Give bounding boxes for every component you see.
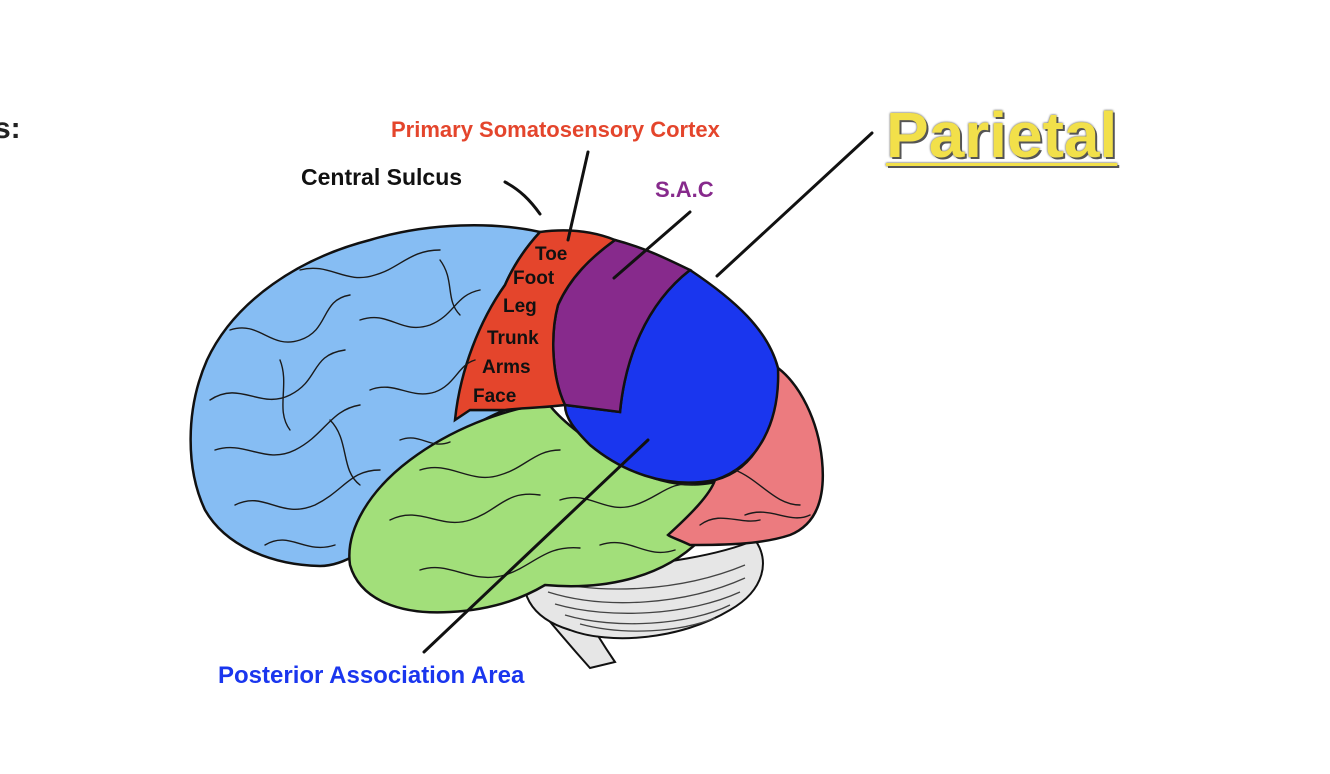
parietal-pointer bbox=[715, 131, 874, 278]
homunculus-label-toe: Toe bbox=[535, 244, 568, 265]
page-title: Parietal bbox=[886, 99, 1118, 171]
posterior-association-area-label: Posterior Association Area bbox=[218, 662, 525, 689]
central-sulcus-label: Central Sulcus bbox=[301, 164, 463, 190]
paa-pointer bbox=[422, 438, 650, 654]
primary-somatosensory-cortex bbox=[453, 229, 618, 423]
pointer-lines bbox=[422, 131, 874, 654]
gyri-lines bbox=[209, 249, 811, 579]
homunculus-label-trunk: Trunk bbox=[487, 328, 539, 349]
sac-pointer bbox=[612, 210, 692, 280]
cut-off-text: s: bbox=[0, 112, 21, 145]
homunculus-label-foot: Foot bbox=[513, 268, 555, 289]
homunculus-label-arms: Arms bbox=[482, 357, 531, 378]
psc-label: Primary Somatosensory Cortex bbox=[391, 117, 720, 142]
sac-label: S.A.C bbox=[655, 177, 714, 202]
homunculus-label-face: Face bbox=[473, 386, 517, 407]
psc-pointer bbox=[566, 150, 590, 242]
homunculus-label-leg: Leg bbox=[503, 296, 537, 317]
central-sulcus-pointer bbox=[503, 180, 542, 216]
